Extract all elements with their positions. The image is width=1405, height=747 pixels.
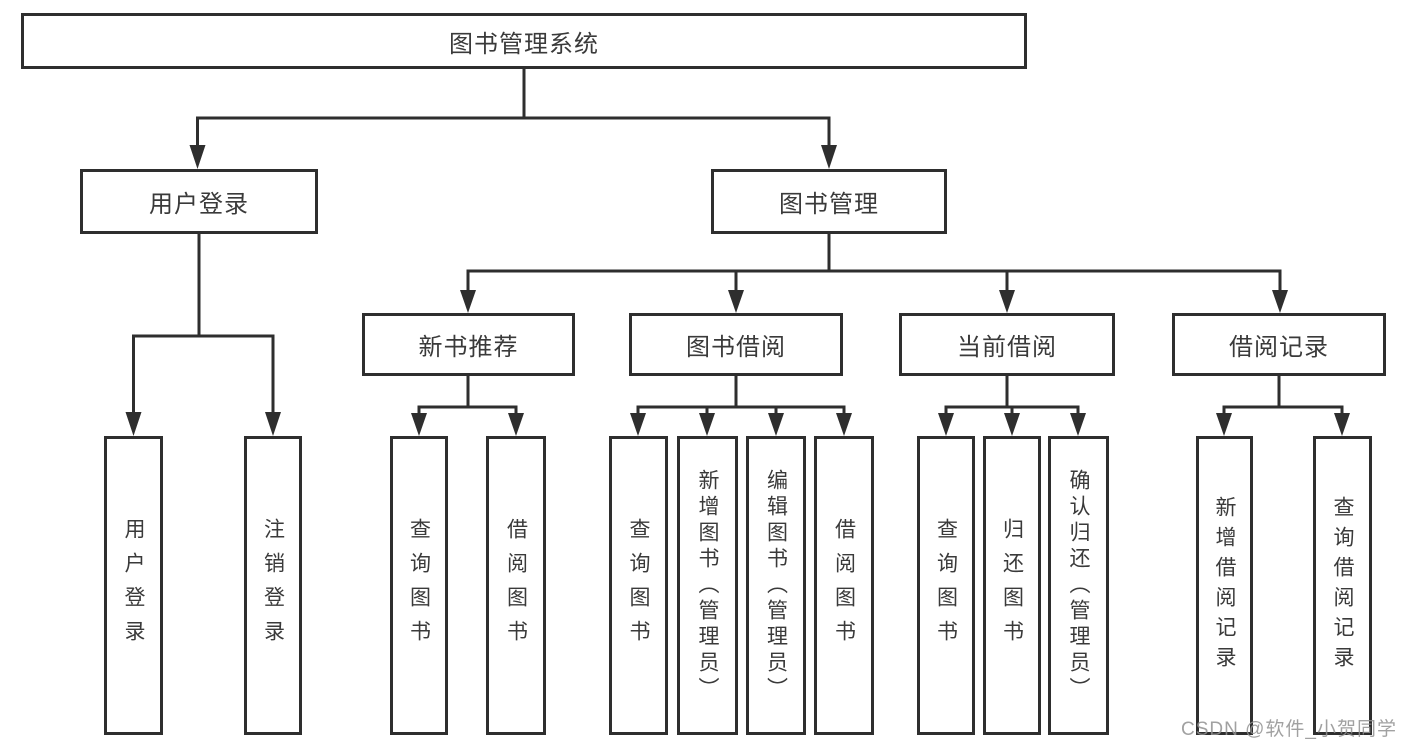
node-book-borrowing: 图书借阅 bbox=[629, 313, 843, 376]
node-user-login-label: 用户登录 bbox=[149, 191, 249, 218]
csdn-watermark: CSDN @软件_小贺同学 bbox=[1181, 719, 1397, 740]
node-book-management: 图书管理 bbox=[711, 169, 947, 234]
leaf-query-borrow-record-label: 查询借阅记录 bbox=[1331, 495, 1354, 676]
leaf-borrow-books-2-label: 借阅图书 bbox=[832, 517, 856, 654]
leaf-add-borrow-record-label: 新增借阅记录 bbox=[1213, 495, 1236, 676]
leaf-borrow-books-1: 借阅图书 bbox=[486, 436, 546, 735]
leaf-edit-books-admin: 编辑图书（管理员） bbox=[746, 436, 806, 735]
node-current-borrowing-label: 当前借阅 bbox=[957, 334, 1057, 361]
leaf-query-books-3-label: 查询图书 bbox=[934, 517, 958, 654]
leaf-borrow-books-2: 借阅图书 bbox=[814, 436, 874, 735]
leaf-edit-books-admin-label: 编辑图书（管理员） bbox=[764, 468, 788, 703]
leaf-add-books-admin: 新增图书（管理员） bbox=[677, 436, 738, 735]
node-new-book-recommend-label: 新书推荐 bbox=[418, 334, 519, 361]
leaf-query-books-2-label: 查询图书 bbox=[627, 517, 650, 654]
node-new-book-recommend: 新书推荐 bbox=[362, 313, 575, 376]
node-root: 图书管理系统 bbox=[21, 13, 1027, 69]
leaf-logout-label: 注销登录 bbox=[261, 517, 285, 654]
node-borrowing-records: 借阅记录 bbox=[1172, 313, 1386, 376]
leaf-logout: 注销登录 bbox=[244, 436, 302, 735]
leaf-add-books-admin-label: 新增图书（管理员） bbox=[696, 468, 719, 703]
leaf-confirm-return-admin-label: 确认归还（管理员） bbox=[1067, 468, 1090, 703]
node-book-borrowing-label: 图书借阅 bbox=[686, 334, 786, 361]
leaf-user-login-label: 用户登录 bbox=[122, 517, 145, 654]
node-current-borrowing: 当前借阅 bbox=[899, 313, 1115, 376]
leaf-return-books: 归还图书 bbox=[983, 436, 1041, 735]
leaf-query-borrow-record: 查询借阅记录 bbox=[1313, 436, 1372, 735]
leaf-user-login: 用户登录 bbox=[104, 436, 163, 735]
leaf-query-books-2: 查询图书 bbox=[609, 436, 668, 735]
leaf-borrow-books-1-label: 借阅图书 bbox=[504, 517, 528, 654]
leaf-query-books-1-label: 查询图书 bbox=[407, 517, 431, 654]
node-user-login: 用户登录 bbox=[80, 169, 318, 234]
leaf-add-borrow-record: 新增借阅记录 bbox=[1196, 436, 1253, 735]
node-book-management-label: 图书管理 bbox=[779, 191, 879, 218]
leaf-query-books-3: 查询图书 bbox=[917, 436, 975, 735]
leaf-query-books-1: 查询图书 bbox=[390, 436, 448, 735]
node-root-label: 图书管理系统 bbox=[449, 30, 599, 58]
leaf-return-books-label: 归还图书 bbox=[1000, 517, 1024, 654]
leaf-confirm-return-admin: 确认归还（管理员） bbox=[1048, 436, 1109, 735]
arrowheads bbox=[125, 145, 1350, 436]
node-borrowing-records-label: 借阅记录 bbox=[1229, 334, 1329, 361]
